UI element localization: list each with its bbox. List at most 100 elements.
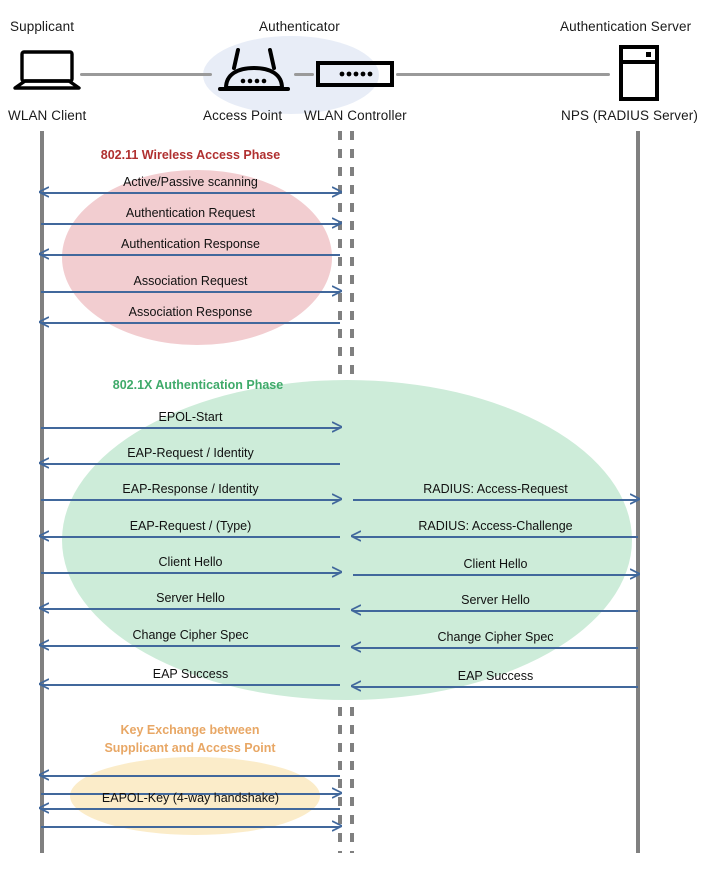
wlan-controller-icon <box>316 61 394 92</box>
arrowhead-right-icon <box>332 786 342 802</box>
message-radius-access-challenge: RADIUS: Access-Challenge <box>351 519 638 542</box>
message-line <box>41 826 340 828</box>
arrowhead-left-icon <box>39 677 49 693</box>
arrowhead-right-icon <box>332 492 342 508</box>
message-label: Association Request <box>133 274 248 288</box>
message-line <box>41 572 340 574</box>
message-association-request: Association Request <box>41 274 342 297</box>
phase-ellipse-key-exchange <box>70 757 320 835</box>
message-line <box>41 254 340 256</box>
arrowhead-right-icon <box>332 420 342 436</box>
message-change-cipher-spec-left: Change Cipher Spec <box>39 628 340 651</box>
message-label: Client Hello <box>158 555 223 569</box>
arrowhead-left-icon <box>39 247 49 263</box>
arrowhead-right-icon <box>332 565 342 581</box>
message-line <box>41 223 340 225</box>
arrowhead-left-icon <box>351 529 361 545</box>
role-title-authentication-server: Authentication Server <box>560 19 692 34</box>
arrowhead-left-icon <box>39 185 49 201</box>
message-association-response: Association Response <box>39 305 340 328</box>
arrowhead-left-icon <box>351 640 361 656</box>
message-label: Server Hello <box>461 593 530 607</box>
phase-caption-80211: 802.11 Wireless Access Phase <box>100 148 281 162</box>
message-line <box>353 574 638 576</box>
message-label: RADIUS: Access-Request <box>423 482 568 496</box>
arrowhead-left-icon <box>39 601 49 617</box>
message-line <box>41 291 340 293</box>
message-line <box>353 610 638 612</box>
message-radius-access-request: RADIUS: Access-Request <box>353 482 640 505</box>
message-label: EAP-Request / (Type) <box>129 519 252 533</box>
arrowhead-right-icon <box>630 567 640 583</box>
message-authentication-response: Authentication Response <box>39 237 340 260</box>
message-line <box>41 322 340 324</box>
message-label: Change Cipher Spec <box>132 628 249 642</box>
message-label: EAP Success <box>457 669 534 683</box>
arrowhead-left-icon <box>39 529 49 545</box>
message-active-passive-scanning: Active/Passive scanning <box>39 175 342 198</box>
message-label: Active/Passive scanning <box>123 175 258 189</box>
arrowhead-left-icon <box>351 679 361 695</box>
node-label-access-point: Access Point <box>203 108 283 123</box>
message-change-cipher-spec-right: Change Cipher Spec <box>351 630 638 653</box>
role-title-authenticator: Authenticator <box>259 19 340 34</box>
message-eap-request-identity: EAP-Request / Identity <box>39 446 340 469</box>
message-eapol-key-2 <box>41 777 342 799</box>
message-eap-success-right: EAP Success <box>351 669 638 692</box>
message-eapol-key-4 <box>41 810 342 832</box>
message-label: Association Response <box>128 305 253 319</box>
link-controller-to-server <box>396 73 610 76</box>
message-label: EAP-Request / Identity <box>127 446 254 460</box>
message-eapol-key-4-way-handshake: EAPOL-Key (4-way handshake) <box>39 791 340 814</box>
server-icon <box>618 45 660 106</box>
message-line <box>353 499 638 501</box>
message-server-hello-left: Server Hello <box>39 591 340 614</box>
message-line <box>353 686 638 688</box>
message-label: Authentication Request <box>125 206 256 220</box>
phase-caption-line2: Supplicant and Access Point <box>104 741 276 755</box>
message-line <box>41 536 340 538</box>
message-eap-response-identity: EAP-Response / Identity <box>41 482 342 505</box>
arrowhead-left-icon <box>39 801 49 817</box>
arrowhead-right-icon <box>332 284 342 300</box>
message-label: EAP Success <box>152 667 229 681</box>
phase-caption-line1: Key Exchange between <box>120 723 260 737</box>
phase-ellipse-80211 <box>62 170 332 345</box>
message-line <box>41 499 340 501</box>
message-eap-success-left: EAP Success <box>39 667 340 690</box>
arrowhead-left-icon <box>351 603 361 619</box>
message-line <box>41 427 340 429</box>
arrowhead-right-icon <box>332 185 342 201</box>
link-client-to-ap <box>80 73 212 76</box>
arrowhead-left-icon <box>39 768 49 784</box>
arrowhead-left-icon <box>39 638 49 654</box>
arrowhead-left-icon <box>39 456 49 472</box>
message-client-hello-right: Client Hello <box>353 557 640 580</box>
phase-ellipse-8021x <box>62 380 632 700</box>
message-eap-request-type: EAP-Request / (Type) <box>39 519 340 542</box>
message-label: Change Cipher Spec <box>437 630 554 644</box>
message-eapol-start: EPOL-Start <box>41 410 342 433</box>
node-label-nps-radius-server: NPS (RADIUS Server) <box>561 108 698 123</box>
lifeline-supplicant <box>40 131 44 853</box>
arrowhead-right-icon <box>332 819 342 835</box>
message-authentication-request: Authentication Request <box>41 206 342 229</box>
message-label: Client Hello <box>463 557 528 571</box>
role-title-supplicant: Supplicant <box>10 19 75 34</box>
message-label: EPOL-Start <box>158 410 223 424</box>
message-line <box>353 536 638 538</box>
access-point-icon <box>216 48 292 99</box>
message-client-hello-left: Client Hello <box>41 555 342 578</box>
laptop-icon <box>13 50 81 99</box>
message-label: Server Hello <box>156 591 225 605</box>
message-line <box>41 645 340 647</box>
message-line <box>41 684 340 686</box>
message-line <box>41 808 340 810</box>
lifeline-auth-server <box>636 131 640 853</box>
phase-caption-8021x: 802.1X Authentication Phase <box>112 378 284 392</box>
message-label: RADIUS: Access-Challenge <box>418 519 573 533</box>
message-line <box>41 192 340 194</box>
message-eapol-key-1 <box>39 759 340 781</box>
node-label-wlan-client: WLAN Client <box>8 108 87 123</box>
